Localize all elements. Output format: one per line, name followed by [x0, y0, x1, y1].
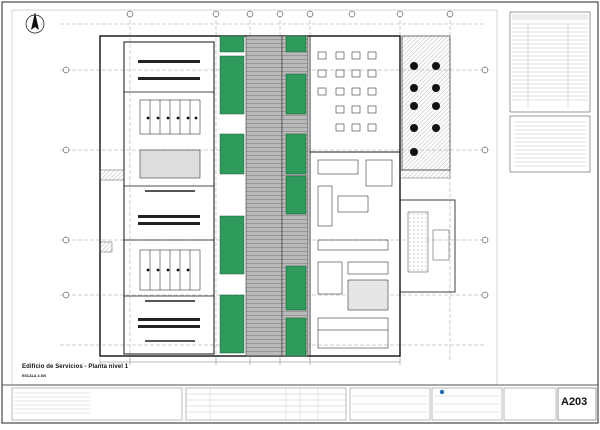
annex-storage — [407, 211, 429, 273]
left-wing — [123, 41, 215, 355]
title-block — [2, 384, 598, 421]
annex — [399, 199, 456, 293]
terrace — [401, 35, 451, 171]
locker-rows — [138, 60, 200, 328]
toilet-blocks — [139, 99, 201, 291]
green-zones — [219, 35, 307, 357]
kitchen-equipment — [317, 159, 393, 349]
benches — [145, 190, 195, 342]
north-arrow-icon — [25, 12, 45, 34]
notes-panel — [509, 115, 591, 173]
sheet-number: A203 — [561, 396, 588, 408]
company-logo — [439, 389, 445, 395]
dining-tables — [317, 51, 377, 132]
columns — [99, 169, 451, 253]
fixture-dots — [146, 116, 198, 272]
grid-bubbles — [62, 10, 489, 299]
drawing-scale: ESCALA 1:100 — [22, 374, 47, 378]
annex-room — [432, 229, 450, 261]
drawing-title: Edificio de Servicios - Planta nivel 1 — [22, 364, 129, 370]
left-partitions — [124, 91, 214, 297]
terrace-tables — [410, 62, 440, 156]
central-strip-1 — [245, 35, 283, 357]
legend-panel — [509, 11, 591, 113]
dimension-lines — [99, 359, 401, 365]
